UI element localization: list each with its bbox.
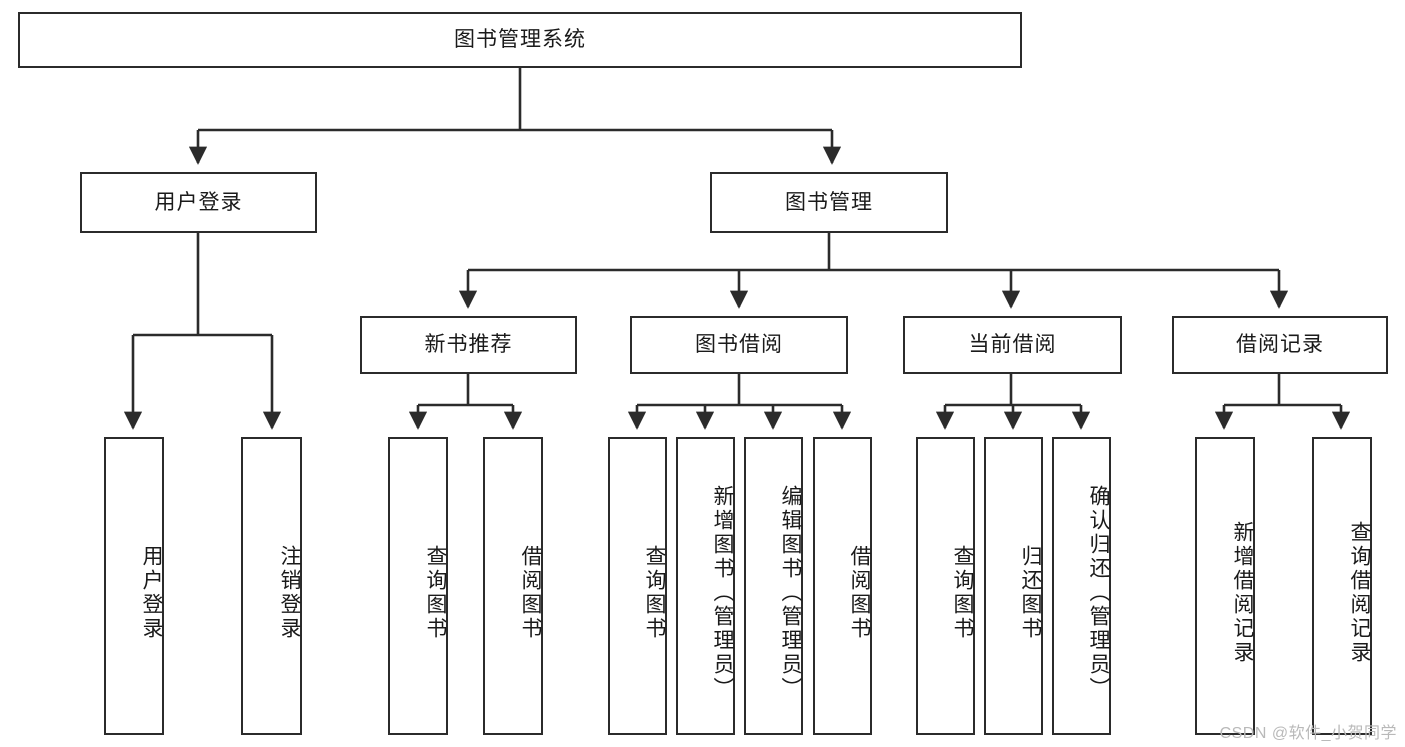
leaf-edit-book-label: 编辑图书（管理员）: [779, 485, 802, 701]
leaf-borrow-book-2-label: 借阅图书: [848, 545, 871, 641]
node-book-borrow[interactable]: 图书借阅: [630, 316, 848, 374]
leaf-borrow-book-1-label: 借阅图书: [519, 545, 542, 641]
node-root[interactable]: 图书管理系统: [18, 12, 1022, 68]
csdn-watermark: CSDN @软件_小贺同学: [1219, 725, 1397, 742]
leaf-add-book-label: 新增图书（管理员）: [711, 485, 734, 701]
node-current-borrow-label: 当前借阅: [968, 333, 1057, 357]
node-borrow-record-label: 借阅记录: [1236, 333, 1324, 357]
leaf-user-login-label: 用户登录: [140, 545, 163, 641]
leaf-edit-book[interactable]: 编辑图书（管理员）: [744, 437, 803, 735]
leaf-borrow-book-2[interactable]: 借阅图书: [813, 437, 872, 735]
leaf-query-book-2-label: 查询图书: [643, 545, 666, 641]
leaf-add-book[interactable]: 新增图书（管理员）: [676, 437, 735, 735]
leaf-user-logout[interactable]: 注销登录: [241, 437, 302, 735]
leaf-query-record-label: 查询借阅记录: [1348, 521, 1371, 665]
leaf-return-book[interactable]: 归还图书: [984, 437, 1043, 735]
leaf-add-record[interactable]: 新增借阅记录: [1195, 437, 1255, 735]
node-new-book-recommend[interactable]: 新书推荐: [360, 316, 577, 374]
leaf-borrow-book-1[interactable]: 借阅图书: [483, 437, 543, 735]
leaf-query-book-3-label: 查询图书: [951, 545, 974, 641]
leaf-confirm-return-label: 确认归还（管理员）: [1087, 485, 1110, 701]
leaf-confirm-return[interactable]: 确认归还（管理员）: [1052, 437, 1111, 735]
node-current-borrow[interactable]: 当前借阅: [903, 316, 1122, 374]
leaf-query-book-2[interactable]: 查询图书: [608, 437, 667, 735]
node-book-borrow-label: 图书借阅: [695, 333, 783, 357]
leaf-query-record[interactable]: 查询借阅记录: [1312, 437, 1372, 735]
leaf-add-record-label: 新增借阅记录: [1231, 521, 1254, 665]
leaf-query-book-3[interactable]: 查询图书: [916, 437, 975, 735]
leaf-return-book-label: 归还图书: [1019, 545, 1042, 641]
node-new-book-recommend-label: 新书推荐: [424, 333, 513, 357]
node-root-label: 图书管理系统: [454, 28, 586, 52]
leaf-user-login[interactable]: 用户登录: [104, 437, 164, 735]
node-user-login[interactable]: 用户登录: [80, 172, 317, 233]
node-borrow-record[interactable]: 借阅记录: [1172, 316, 1388, 374]
leaf-query-book-1-label: 查询图书: [424, 545, 447, 641]
node-book-manage-label: 图书管理: [785, 190, 873, 214]
leaf-query-book-1[interactable]: 查询图书: [388, 437, 448, 735]
node-user-login-label: 用户登录: [154, 190, 243, 214]
node-book-manage[interactable]: 图书管理: [710, 172, 948, 233]
leaf-user-logout-label: 注销登录: [278, 545, 301, 641]
